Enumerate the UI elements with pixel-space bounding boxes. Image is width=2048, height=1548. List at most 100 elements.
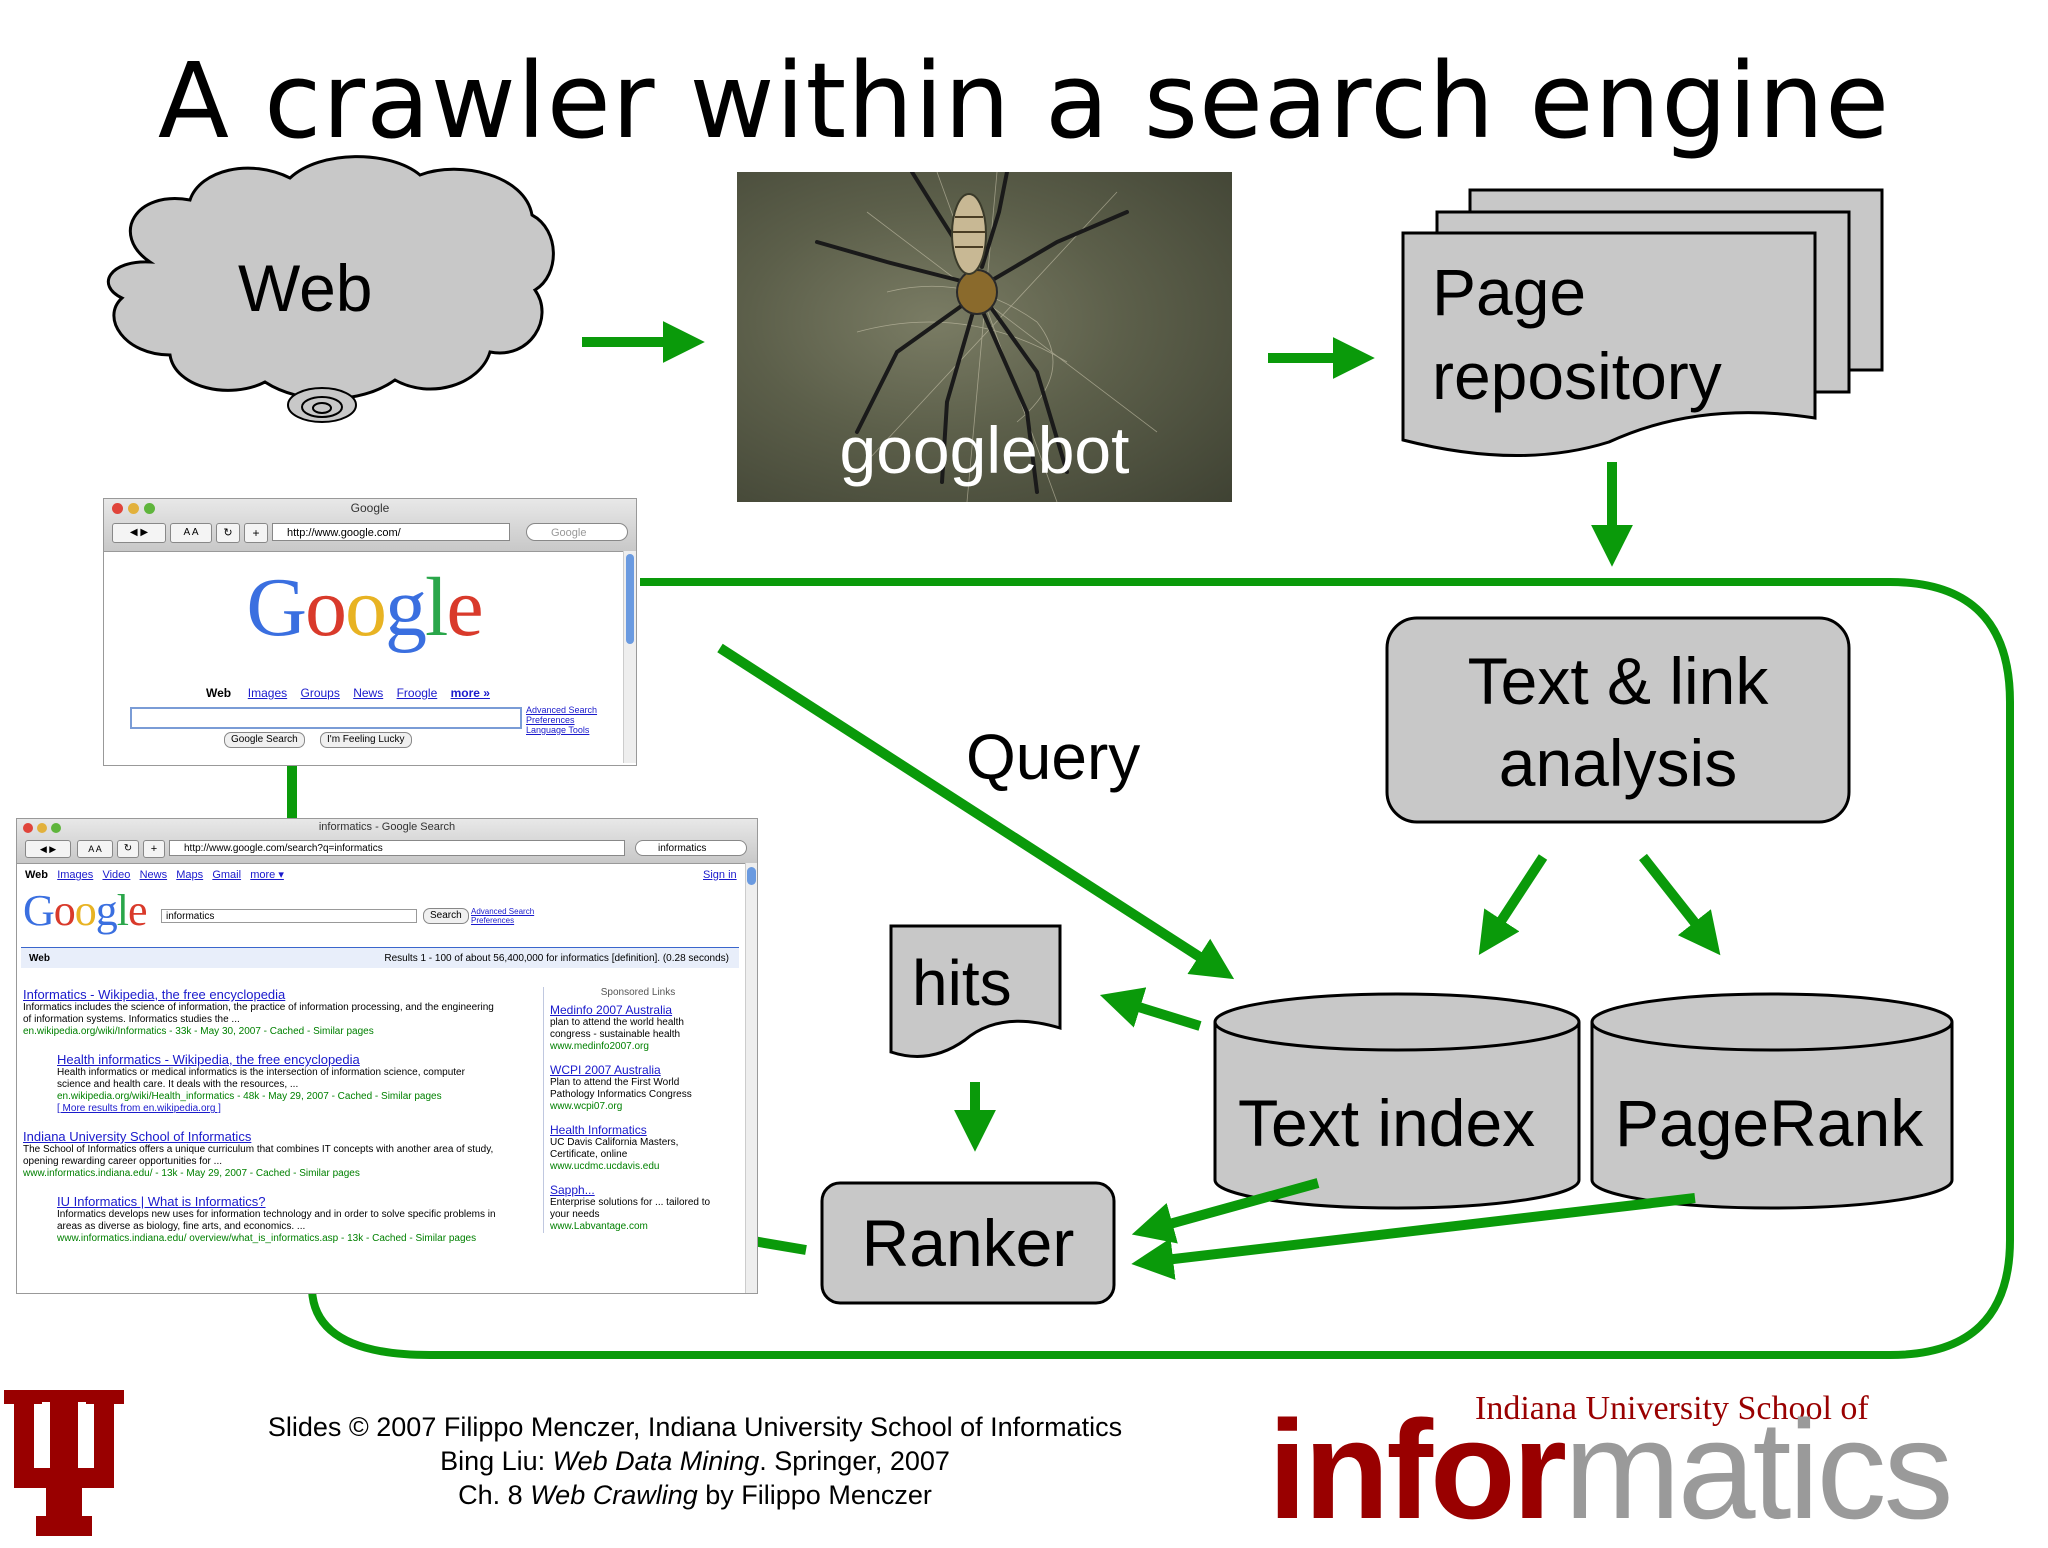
text-index-cylinder bbox=[1213, 992, 1581, 1210]
home-scrollbar[interactable] bbox=[623, 551, 636, 763]
nav-froogle[interactable]: Froogle bbox=[396, 686, 438, 700]
scrollbar-thumb[interactable] bbox=[747, 867, 756, 885]
ad-title[interactable]: Sapph... bbox=[550, 1183, 595, 1197]
language-tools-link[interactable]: Language Tools bbox=[526, 725, 590, 735]
nav-groups[interactable]: Groups bbox=[300, 686, 340, 700]
iu-trident-logo bbox=[4, 1390, 124, 1536]
ad-text: Plan to attend the First World Pathology… bbox=[550, 1077, 692, 1100]
ad-title[interactable]: Medinfo 2007 Australia bbox=[550, 1003, 673, 1017]
nav-images[interactable]: Images bbox=[57, 869, 94, 881]
result-url[interactable]: en.wikipedia.org/wiki/Informatics - 33k … bbox=[23, 1026, 374, 1037]
page-repository-line-2: repository bbox=[1432, 339, 1722, 413]
feeling-lucky-button[interactable]: I'm Feeling Lucky bbox=[320, 732, 412, 748]
arrow-query-to-textindex bbox=[717, 643, 1235, 980]
footer-credits: Slides © 2007 Filippo Menczer, Indiana U… bbox=[230, 1410, 1160, 1512]
browser-window-home: Google ◀ ▶ A A ↻ + http://www.google.com… bbox=[103, 498, 637, 766]
nav-video[interactable]: Video bbox=[102, 869, 131, 881]
result-url[interactable]: en.wikipedia.org/wiki/Health_informatics… bbox=[57, 1091, 442, 1102]
close-dot-icon[interactable] bbox=[112, 503, 123, 514]
nav-web[interactable]: Web bbox=[25, 869, 49, 881]
result-snippet: The School of Informatics offers a uniqu… bbox=[23, 1144, 494, 1167]
ad-title[interactable]: Health Informatics bbox=[550, 1123, 647, 1137]
close-dot-icon[interactable] bbox=[23, 823, 33, 833]
browser-toolbar: Google ◀ ▶ A A ↻ + http://www.google.com… bbox=[104, 499, 636, 552]
organic-results: Informatics - Wikipedia, the free encycl… bbox=[23, 987, 499, 1245]
hits-label: hits bbox=[912, 947, 1012, 1019]
result-title[interactable]: Informatics - Wikipedia, the free encycl… bbox=[23, 987, 286, 1002]
nav-web[interactable]: Web bbox=[206, 686, 232, 700]
results-search-button[interactable]: Search bbox=[423, 908, 469, 924]
result-item: Indiana University School of Informatics… bbox=[23, 1129, 499, 1180]
ad-url[interactable]: www.Labvantage.com bbox=[550, 1221, 648, 1232]
result-url[interactable]: www.informatics.indiana.edu/ - 13k - May… bbox=[23, 1168, 360, 1179]
ad-url[interactable]: www.medinfo2007.org bbox=[550, 1041, 649, 1052]
sponsored-heading: Sponsored Links bbox=[600, 987, 676, 998]
text-link-analysis-label: Text & link analysis bbox=[1387, 640, 1849, 804]
results-browser-search-field[interactable]: informatics bbox=[635, 840, 747, 856]
footer-line-3: Ch. 8 Web Crawling by Filippo Menczer bbox=[458, 1480, 932, 1510]
more-results-link[interactable]: [ More results from en.wikipedia.org ] bbox=[57, 1103, 221, 1114]
nav-more[interactable]: more ▾ bbox=[250, 869, 284, 881]
results-section-label: Web bbox=[29, 953, 50, 964]
preferences-link[interactable]: Preferences bbox=[526, 715, 575, 725]
footer-line-1: Slides © 2007 Filippo Menczer, Indiana U… bbox=[267, 1412, 1123, 1442]
arrow-analysis-to-textindex bbox=[1478, 854, 1548, 956]
page-repository-line-1: Page bbox=[1432, 255, 1587, 329]
results-search-input[interactable]: informatics bbox=[161, 909, 417, 923]
preferences-link[interactable]: Preferences bbox=[471, 916, 515, 925]
text-index-label: Text index bbox=[1238, 1086, 1536, 1160]
nav-images[interactable]: Images bbox=[247, 686, 288, 700]
home-search-input[interactable] bbox=[130, 707, 522, 729]
zoom-dot-icon[interactable] bbox=[51, 823, 61, 833]
zoom-dot-icon[interactable] bbox=[144, 503, 155, 514]
results-url-bar[interactable]: http://www.google.com/search?q=informati… bbox=[169, 840, 625, 856]
result-item: Health informatics - Wikipedia, the free… bbox=[23, 1052, 499, 1115]
reload-icon[interactable]: ↻ bbox=[216, 523, 240, 543]
ad-text: UC Davis California Masters, Certificate… bbox=[550, 1137, 679, 1160]
result-title[interactable]: Health informatics - Wikipedia, the free… bbox=[57, 1052, 360, 1067]
add-bookmark-icon[interactable]: + bbox=[143, 840, 165, 858]
advanced-search-link[interactable]: Advanced Search bbox=[526, 705, 598, 715]
ad-text: plan to attend the world health congress… bbox=[550, 1017, 684, 1040]
back-forward-icon[interactable]: ◀ ▶ bbox=[112, 523, 166, 543]
url-bar[interactable]: http://www.google.com/ bbox=[272, 523, 510, 541]
minimize-dot-icon[interactable] bbox=[128, 503, 139, 514]
results-scrollbar[interactable] bbox=[745, 863, 757, 1293]
text-link-analysis-line-1: Text & link bbox=[1467, 644, 1769, 718]
back-forward-icon[interactable]: ◀ ▶ bbox=[25, 840, 71, 858]
results-window-title: informatics - Google Search bbox=[318, 821, 456, 833]
arrow-pagerank-to-ranker bbox=[1131, 1193, 1696, 1280]
google-search-button[interactable]: Google Search bbox=[224, 732, 305, 748]
nav-news[interactable]: News bbox=[139, 869, 168, 881]
home-nav: Web Images Groups News Froogle more » bbox=[206, 687, 490, 700]
ad-title[interactable]: WCPI 2007 Australia bbox=[550, 1063, 661, 1077]
page-repository-label: Page repository bbox=[1432, 250, 1722, 418]
sign-in-link[interactable]: Sign in bbox=[703, 869, 737, 881]
add-bookmark-icon[interactable]: + bbox=[244, 523, 268, 543]
minimize-dot-icon[interactable] bbox=[37, 823, 47, 833]
nav-news[interactable]: News bbox=[353, 686, 384, 700]
page-repository-stack bbox=[1401, 188, 1884, 458]
pipeline-loop bbox=[308, 578, 2014, 1359]
result-title[interactable]: Indiana University School of Informatics bbox=[23, 1129, 252, 1144]
result-item: IU Informatics | What is Informatics? In… bbox=[23, 1194, 499, 1245]
nav-more[interactable]: more » bbox=[450, 686, 490, 700]
ad-text: Enterprise solutions for ... tailored to… bbox=[550, 1197, 711, 1220]
browser-search-field[interactable]: Google bbox=[526, 523, 628, 541]
ad-url[interactable]: www.ucdmc.ucdavis.edu bbox=[550, 1161, 660, 1172]
hits-document bbox=[889, 924, 1062, 1058]
text-size-icon[interactable]: A A bbox=[170, 523, 212, 543]
result-snippet: Informatics develops new uses for inform… bbox=[57, 1209, 496, 1232]
result-url[interactable]: www.informatics.indiana.edu/ overview/wh… bbox=[57, 1233, 477, 1244]
sponsored-links: Sponsored Links Medinfo 2007 Australia p… bbox=[543, 987, 726, 1233]
advanced-search-link[interactable]: Advanced Search bbox=[471, 907, 535, 916]
ad-url[interactable]: www.wcpi07.org bbox=[550, 1101, 623, 1112]
nav-gmail[interactable]: Gmail bbox=[212, 869, 242, 881]
reload-icon[interactable]: ↻ bbox=[117, 840, 139, 858]
home-side-links: Advanced Search Preferences Language Too… bbox=[526, 705, 597, 735]
result-title[interactable]: IU Informatics | What is Informatics? bbox=[57, 1194, 266, 1209]
scrollbar-thumb[interactable] bbox=[626, 554, 634, 644]
nav-maps[interactable]: Maps bbox=[176, 869, 204, 881]
text-size-icon[interactable]: A A bbox=[77, 840, 113, 858]
